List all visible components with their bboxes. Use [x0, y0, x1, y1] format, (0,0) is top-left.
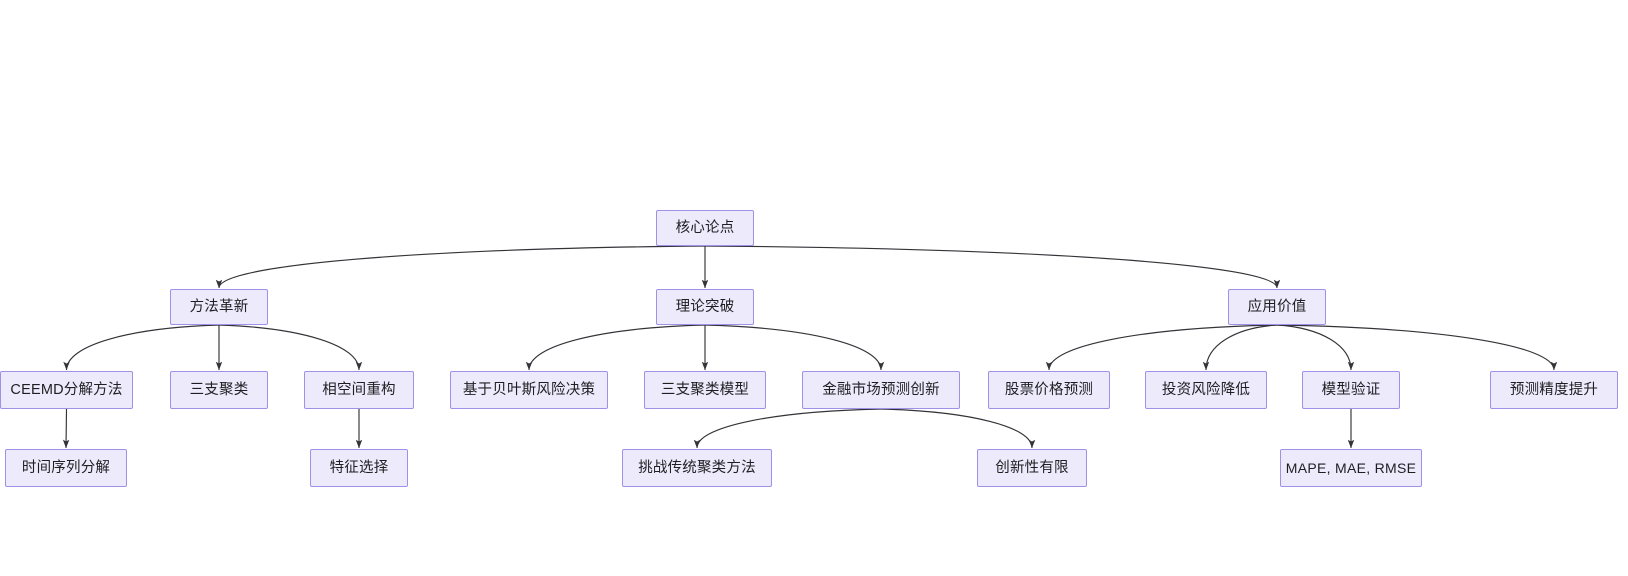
diagram-edge-root-to-l1c — [704, 245, 1281, 289]
diagram-node-l3b3b[interactable]: 创新性有限 — [977, 449, 1087, 487]
diagram-node-l2b3[interactable]: 金融市场预测创新 — [802, 371, 960, 409]
diagram-edge-l1c-to-l2c1 — [1045, 324, 1278, 371]
diagram-node-l2c3[interactable]: 模型验证 — [1302, 371, 1400, 409]
diagram-edge-l1b-to-l2b1 — [525, 324, 706, 371]
diagram-node-l3a1[interactable]: 时间序列分解 — [5, 449, 127, 487]
diagram-edge-l2a1-to-l3a1 — [62, 408, 70, 449]
diagram-node-label: CEEMD分解方法 — [10, 381, 123, 398]
diagram-node-label: 应用价值 — [1247, 298, 1307, 315]
diagram-node-root[interactable]: 核心论点 — [656, 210, 754, 246]
diagram-node-l2c1[interactable]: 股票价格预测 — [988, 371, 1110, 409]
diagram-node-label: 创新性有限 — [995, 459, 1069, 476]
diagram-node-label: 投资风险降低 — [1161, 381, 1251, 398]
diagram-edge-root-to-l1a — [215, 245, 706, 289]
diagram-node-l2a3[interactable]: 相空间重构 — [304, 371, 414, 409]
diagram-edge-l1c-to-l2c2 — [1202, 324, 1278, 371]
diagram-node-label: 理论突破 — [675, 298, 735, 315]
diagram-node-label: 挑战传统聚类方法 — [638, 459, 756, 476]
diagram-node-label: 特征选择 — [329, 459, 389, 476]
diagram-node-label: 模型验证 — [1321, 381, 1381, 398]
diagram-node-l1c[interactable]: 应用价值 — [1228, 289, 1326, 325]
diagram-node-l2b2[interactable]: 三支聚类模型 — [644, 371, 766, 409]
diagram-node-label: 三支聚类模型 — [660, 381, 750, 398]
diagram-node-label: 方法革新 — [189, 298, 249, 315]
diagram-node-label: 时间序列分解 — [21, 459, 111, 476]
diagram-node-l2a1[interactable]: CEEMD分解方法 — [0, 371, 133, 409]
diagram-node-l2c4[interactable]: 预测精度提升 — [1490, 371, 1618, 409]
diagram-node-l2a2[interactable]: 三支聚类 — [170, 371, 268, 409]
diagram-node-l3c3[interactable]: MAPE, MAE, RMSE — [1280, 449, 1422, 487]
diagram-node-label: MAPE, MAE, RMSE — [1285, 460, 1417, 476]
diagram-edge-l1b-to-l2b3 — [704, 324, 885, 371]
diagram-node-l3b3a[interactable]: 挑战传统聚类方法 — [622, 449, 772, 487]
diagram-edge-l1c-to-l2c3 — [1276, 324, 1355, 371]
diagram-node-label: 预测精度提升 — [1509, 381, 1599, 398]
diagram-node-label: 基于贝叶斯风险决策 — [462, 381, 596, 398]
diagram-node-label: 金融市场预测创新 — [822, 381, 940, 398]
diagram-edge-l2b3-to-l3b3b — [880, 408, 1036, 449]
diagram-node-label: 股票价格预测 — [1004, 381, 1094, 398]
diagram-node-l2b1[interactable]: 基于贝叶斯风险决策 — [450, 371, 608, 409]
diagram-edge-l1c-to-l2c4 — [1276, 324, 1558, 371]
diagram-node-label: 三支聚类 — [189, 381, 249, 398]
diagram-node-l2c2[interactable]: 投资风险降低 — [1145, 371, 1267, 409]
diagram-node-l1a[interactable]: 方法革新 — [170, 289, 268, 325]
diagram-node-l3a3[interactable]: 特征选择 — [310, 449, 408, 487]
diagram-node-l1b[interactable]: 理论突破 — [656, 289, 754, 325]
diagram-node-label: 相空间重构 — [322, 381, 396, 398]
diagram-edge-l1a-to-l2a1 — [63, 324, 220, 371]
diagram-node-label: 核心论点 — [675, 219, 735, 236]
diagram-edge-l1a-to-l2a3 — [218, 324, 363, 371]
diagram-edge-l2b3-to-l3b3a — [693, 408, 882, 449]
edge-paths — [62, 245, 1558, 449]
